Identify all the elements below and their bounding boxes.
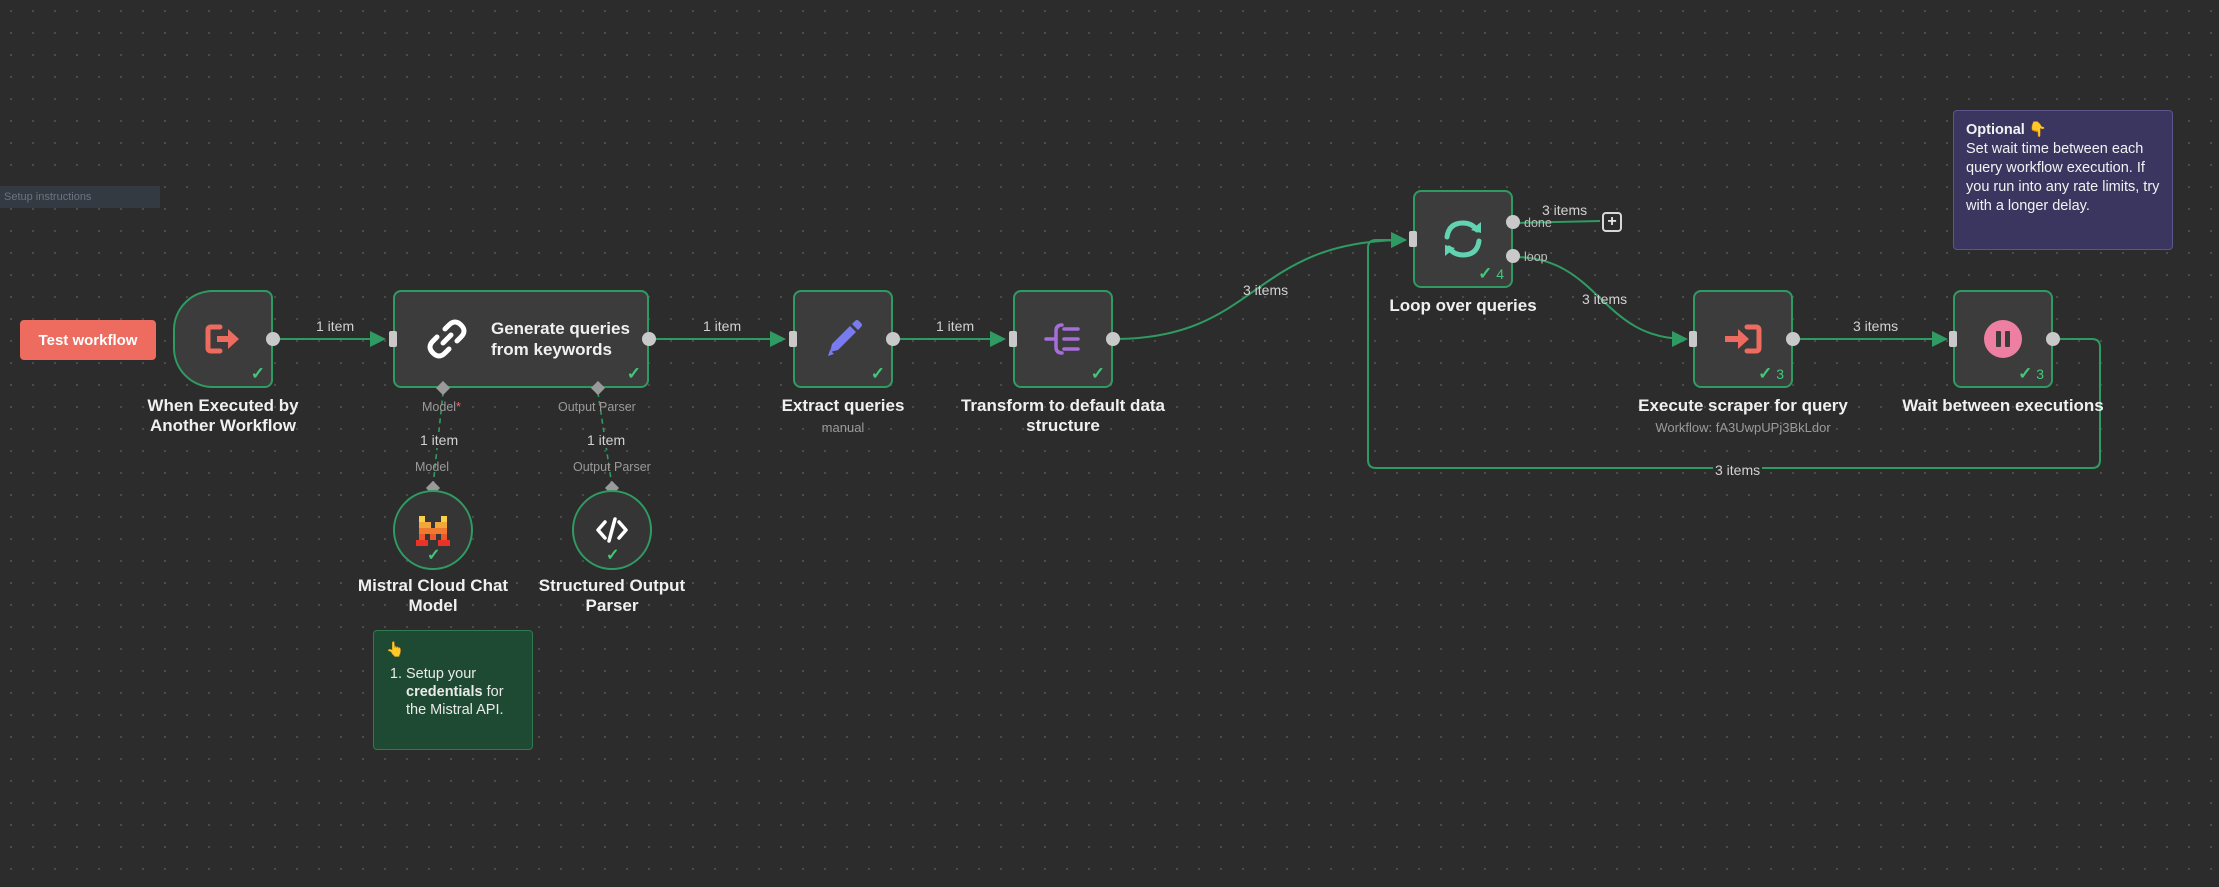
success-check-icon: ✓: [606, 547, 620, 564]
node-structured-output-parser[interactable]: ✓: [572, 490, 652, 570]
mistral-logo-icon: [416, 516, 450, 546]
edge-label: 1 item: [703, 318, 742, 334]
execution-count: ✓ 3: [2018, 364, 2044, 383]
success-check-icon: ✓: [427, 547, 441, 564]
edge-label: 3 items: [1582, 291, 1628, 307]
node-subtitle: manual: [821, 420, 865, 435]
node-subtitle: Workflow: fA3UwpUPj3BkLdor: [1655, 420, 1831, 435]
edge-label: 3 items: [1713, 462, 1763, 478]
pointing-hand-emoji: 👆: [386, 642, 405, 658]
node-transform[interactable]: ✓: [1013, 290, 1113, 388]
node-mistral-chat-model[interactable]: ✓: [393, 490, 473, 570]
edge-label: 1 item: [587, 432, 626, 448]
model-port-label: Model*: [422, 400, 461, 414]
link-icon: [427, 319, 467, 359]
success-check-icon: ✓: [250, 364, 265, 383]
edge-loop-execute: [1513, 256, 1688, 347]
edge-transform-loop: [1113, 232, 1407, 340]
node-title: Execute scraper for query: [1638, 396, 1848, 415]
node-generate-queries[interactable]: Generate queries from keywords ✓: [393, 290, 649, 388]
node-title: Generate queries from keywords: [491, 319, 630, 359]
edge-label: 1 item: [936, 318, 975, 334]
input-handle[interactable]: [1949, 331, 1957, 347]
add-node-button[interactable]: +: [1602, 212, 1622, 232]
edge-label: 1 item: [316, 318, 355, 334]
success-check-icon: ✓: [626, 364, 641, 383]
node-execute-workflow-trigger[interactable]: ✓: [173, 290, 273, 388]
node-title: Transform to default data structure: [960, 396, 1166, 435]
input-handle[interactable]: [789, 331, 797, 347]
sticky-note-title: Optional 👇: [1966, 122, 2047, 138]
success-check-icon: ✓: [1090, 364, 1105, 383]
node-wait[interactable]: ✓ 3: [1953, 290, 2053, 388]
node-loop-over-queries[interactable]: ✓ 4: [1413, 190, 1513, 288]
node-title: Structured Output Parser: [538, 576, 686, 615]
input-handle[interactable]: [1689, 331, 1697, 347]
edge-label: 3 items: [1542, 202, 1588, 218]
pause-icon: [1984, 320, 2022, 358]
sign-in-arrow-icon: [1725, 324, 1762, 354]
success-check-icon: ✓: [870, 364, 885, 383]
input-handle[interactable]: [389, 331, 397, 347]
node-execute-scraper[interactable]: ✓ 3: [1693, 290, 1793, 388]
pencil-icon: [828, 320, 862, 356]
loop-output-handle[interactable]: [1506, 249, 1520, 263]
node-title: Wait between executions: [1902, 396, 2104, 415]
sign-out-arrow-icon: [205, 324, 239, 354]
edge-label: 1 item: [420, 432, 459, 448]
node-title: Extract queries: [781, 396, 905, 415]
execution-count: ✓ 3: [1758, 364, 1784, 383]
split-out-icon: [1044, 323, 1080, 355]
model-connector-label: Model: [415, 460, 450, 474]
output-handle[interactable]: [886, 332, 900, 346]
setup-instruction: Setup your credentials for the Mistral A…: [406, 665, 520, 719]
output-handle[interactable]: [1106, 332, 1120, 346]
output-parser-port-label: Output Parser: [558, 400, 636, 414]
execution-count: ✓ 4: [1478, 264, 1504, 283]
edge-loop-done: [1513, 220, 1601, 224]
output-handle[interactable]: [2046, 332, 2060, 346]
loop-arrows-icon: [1444, 220, 1482, 258]
input-handle[interactable]: [1409, 231, 1417, 247]
collapsed-sticky-note: Setup instructions: [0, 186, 160, 208]
node-title: Loop over queries: [1389, 296, 1537, 315]
code-brackets-icon: [596, 517, 628, 543]
loop-port-label: loop: [1524, 250, 1548, 264]
sticky-note-optional[interactable]: Optional 👇 Set wait time between each qu…: [1953, 110, 2173, 250]
sticky-note-body: Set wait time between each query workflo…: [1966, 141, 2160, 214]
output-handle[interactable]: [266, 332, 280, 346]
node-title: Mistral Cloud Chat Model: [357, 576, 509, 615]
edge-label: 3 items: [1853, 318, 1899, 334]
output-handle[interactable]: [1786, 332, 1800, 346]
test-workflow-button[interactable]: Test workflow: [20, 320, 156, 360]
input-handle[interactable]: [1009, 331, 1017, 347]
node-extract-queries[interactable]: ✓: [793, 290, 893, 388]
done-port-label: done: [1524, 216, 1552, 230]
done-output-handle[interactable]: [1506, 215, 1520, 229]
edge-label: 3 items: [1243, 282, 1289, 298]
sticky-note-setup[interactable]: 👆 Setup your credentials for the Mistral…: [373, 630, 533, 750]
output-handle[interactable]: [642, 332, 656, 346]
node-title: When Executed by Another Workflow: [147, 396, 299, 435]
parser-connector-label: Output Parser: [573, 460, 651, 474]
